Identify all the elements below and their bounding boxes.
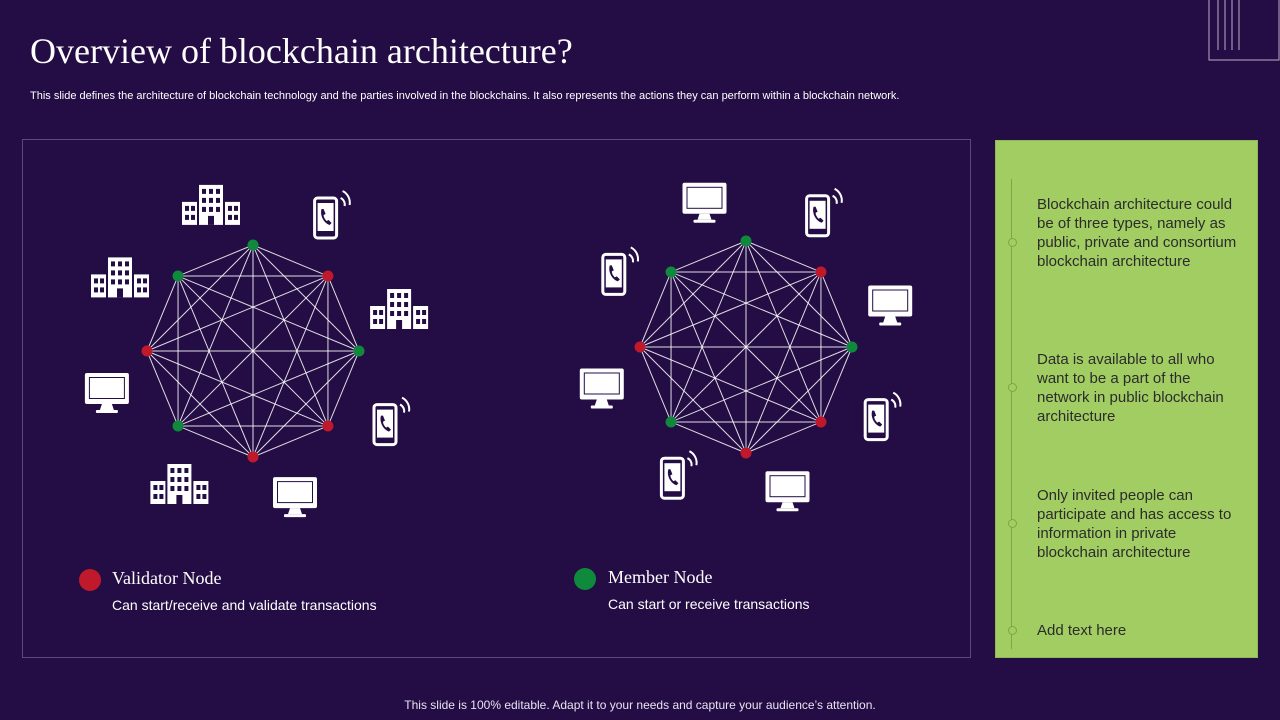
network-link bbox=[327, 350, 360, 427]
monitor-icon bbox=[84, 373, 129, 413]
network-link bbox=[639, 346, 672, 423]
network-link bbox=[670, 421, 747, 454]
timeline-line bbox=[1011, 179, 1012, 649]
network-link bbox=[146, 350, 254, 458]
network-link bbox=[745, 421, 822, 454]
network-link bbox=[670, 346, 853, 423]
network-link bbox=[670, 271, 853, 348]
slide-subtitle: This slide defines the architecture of b… bbox=[30, 90, 900, 102]
validator-node bbox=[322, 420, 334, 432]
member-node bbox=[740, 235, 752, 247]
timeline-marker bbox=[1008, 383, 1017, 392]
info-text-private: Only invited people can participate and … bbox=[1037, 487, 1232, 561]
validator-node bbox=[634, 341, 646, 353]
network-link bbox=[177, 244, 254, 427]
network-link bbox=[146, 275, 179, 352]
network-link bbox=[252, 275, 329, 458]
network-link bbox=[639, 271, 822, 348]
phone-icon bbox=[659, 450, 698, 500]
validator-node bbox=[815, 416, 827, 428]
validator-legend-title: Validator Node bbox=[112, 568, 222, 588]
phone-icon bbox=[372, 396, 411, 447]
member-node bbox=[172, 420, 184, 432]
monitor-icon bbox=[273, 477, 317, 518]
building-icon bbox=[182, 184, 240, 225]
network-link bbox=[177, 275, 329, 427]
network-link bbox=[146, 350, 329, 427]
timeline-marker bbox=[1008, 626, 1017, 635]
member-node bbox=[172, 270, 184, 282]
slide-footer: This slide is 100% editable. Adapt it to… bbox=[404, 698, 876, 712]
monitor-icon bbox=[765, 471, 810, 512]
timeline-marker bbox=[1008, 519, 1017, 528]
network-link bbox=[639, 346, 822, 423]
network-link bbox=[639, 271, 672, 348]
info-text-public: Data is available to all who want to be … bbox=[1037, 351, 1224, 425]
info-panel: Blockchain architecture could be of thre… bbox=[995, 140, 1258, 658]
network-link bbox=[252, 244, 329, 427]
member-node bbox=[846, 341, 858, 353]
diagram-panel: Validator Node Can start/receive and val… bbox=[22, 139, 971, 658]
validator-legend-description: Can start/receive and validate transacti… bbox=[112, 597, 377, 613]
member-legend-title: Member Node bbox=[608, 567, 713, 587]
building-icon bbox=[91, 257, 149, 298]
building-icon bbox=[150, 464, 209, 504]
network-link bbox=[146, 275, 329, 352]
monitor-icon bbox=[868, 285, 913, 326]
network-link bbox=[670, 240, 747, 273]
monitor-icon bbox=[579, 368, 624, 409]
validator-node bbox=[141, 345, 153, 357]
network-link bbox=[670, 240, 747, 423]
monitor-icon bbox=[682, 182, 727, 223]
member-legend-dot bbox=[574, 568, 596, 590]
network-2 bbox=[579, 182, 913, 512]
phone-icon bbox=[863, 391, 902, 442]
network-link bbox=[670, 271, 822, 423]
network-link bbox=[639, 346, 747, 454]
network-link bbox=[146, 350, 179, 427]
network-link bbox=[820, 271, 853, 348]
member-legend-description: Can start or receive transactions bbox=[608, 596, 810, 612]
slide-title: Overview of blockchain architecture? bbox=[30, 31, 573, 71]
corner-decoration bbox=[1208, 0, 1280, 61]
network-link bbox=[745, 240, 822, 273]
member-node bbox=[247, 239, 259, 251]
validator-legend-dot bbox=[79, 569, 101, 591]
network-link bbox=[177, 275, 254, 458]
network-link bbox=[252, 425, 329, 458]
network-link bbox=[820, 346, 853, 423]
phone-icon bbox=[805, 187, 843, 238]
member-node bbox=[353, 345, 365, 357]
info-text-placeholder: Add text here bbox=[1037, 622, 1127, 639]
member-node bbox=[665, 416, 677, 428]
network-link bbox=[745, 240, 822, 423]
network-link bbox=[745, 271, 822, 454]
network-link bbox=[177, 244, 254, 277]
network-link bbox=[670, 271, 747, 454]
validator-node bbox=[322, 270, 334, 282]
validator-node bbox=[247, 451, 259, 463]
network-link bbox=[177, 350, 360, 427]
network-link bbox=[177, 275, 360, 352]
network-link bbox=[252, 244, 329, 277]
member-node bbox=[665, 266, 677, 278]
validator-node bbox=[815, 266, 827, 278]
validator-node bbox=[740, 447, 752, 459]
network-diagrams bbox=[84, 182, 913, 518]
phone-icon bbox=[313, 190, 351, 240]
network-1 bbox=[84, 184, 429, 518]
network-link bbox=[177, 425, 254, 458]
phone-icon bbox=[601, 246, 640, 296]
building-icon bbox=[370, 289, 429, 329]
network-link bbox=[327, 275, 360, 352]
info-text-types: Blockchain architecture could be of thre… bbox=[1037, 196, 1237, 270]
timeline-marker bbox=[1008, 238, 1017, 247]
